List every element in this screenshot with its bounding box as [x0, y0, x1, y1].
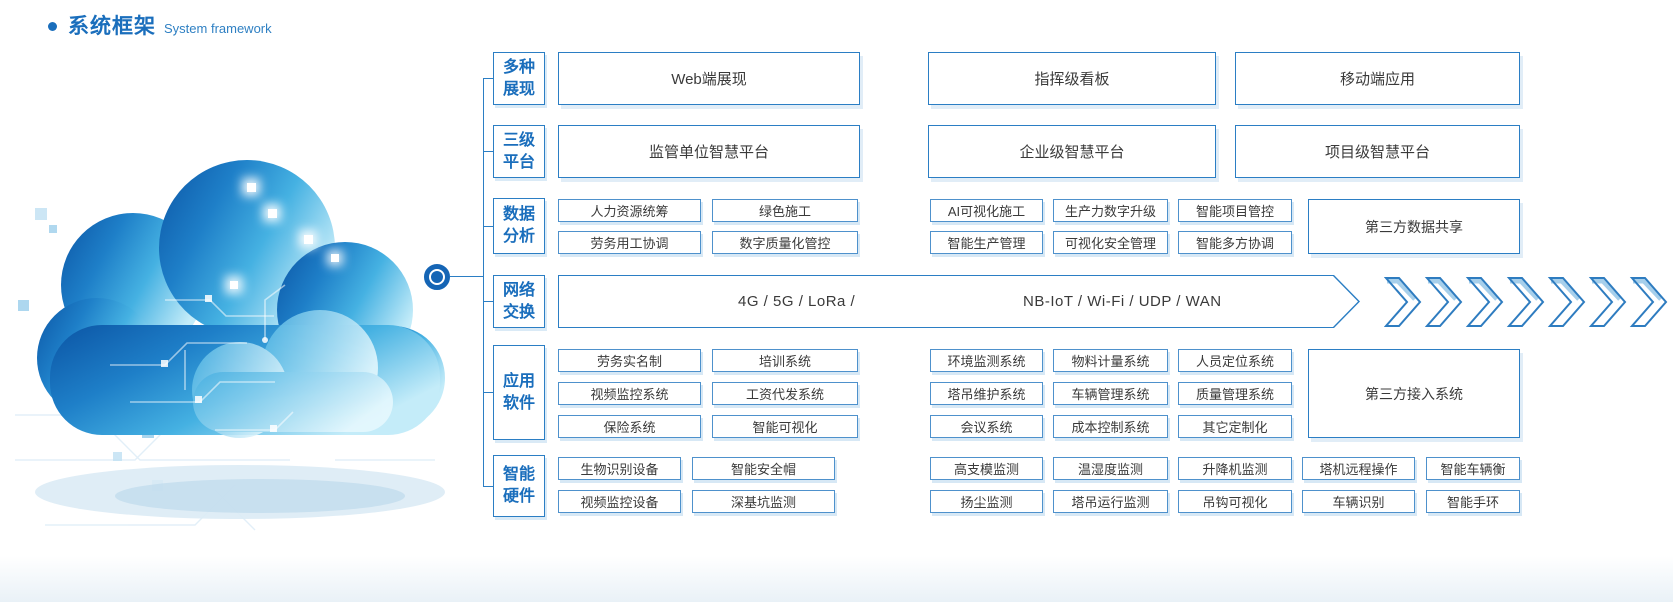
box-app-item: 其它定制化 — [1178, 415, 1292, 438]
category-label-line: 三级 — [502, 131, 535, 149]
box-third-party-data-sharing: 第三方数据共享 — [1308, 199, 1520, 254]
category-smart-hardware: 智能 硬件 — [493, 455, 545, 517]
category-label-line: 交换 — [502, 303, 535, 321]
category-label-line: 展现 — [502, 80, 535, 98]
category-label-line: 网络 — [502, 281, 535, 299]
chevron-arrows-icon — [1384, 277, 1668, 327]
box-app-item: 质量管理系统 — [1178, 382, 1292, 405]
box-app-item: 视频监控系统 — [558, 382, 701, 405]
network-banner-inner — [559, 276, 1358, 327]
category-label-line: 平台 — [502, 153, 535, 171]
box-app-item: 车辆管理系统 — [1053, 382, 1168, 405]
box-hardware-item: 升降机监测 — [1178, 457, 1292, 480]
section-title: 系统框架 System framework — [48, 10, 272, 40]
tree-trunk-line — [483, 78, 484, 486]
box-app-item: 培训系统 — [712, 349, 858, 372]
network-label-right: NB-IoT / Wi-Fi / UDP / WAN — [1023, 293, 1222, 310]
box-hardware-item: 深基坑监测 — [692, 490, 835, 513]
category-label-line: 应用 — [502, 372, 535, 390]
box-app-item: 保险系统 — [558, 415, 701, 438]
box-hardware-item: 温湿度监测 — [1053, 457, 1168, 480]
category-label-line: 数据 — [502, 206, 535, 224]
box-hardware-item: 生物识别设备 — [558, 457, 681, 480]
category-label-line: 硬件 — [502, 488, 535, 505]
box-data-item: 劳务用工协调 — [558, 231, 701, 254]
box-data-item: 绿色施工 — [712, 199, 858, 222]
branch-line — [483, 301, 493, 302]
category-multi-display: 多种 展现 — [493, 52, 545, 105]
box-app-item: 成本控制系统 — [1053, 415, 1168, 438]
box-enterprise-platform: 企业级智慧平台 — [928, 125, 1216, 178]
title-zh: 系统框架 — [68, 15, 156, 38]
box-hardware-item: 扬尘监测 — [930, 490, 1043, 513]
bottom-gradient-band — [0, 556, 1673, 602]
box-data-item: 智能项目管控 — [1178, 199, 1292, 222]
box-data-item: 数字质量化管控 — [712, 231, 858, 254]
box-hardware-item: 塔机远程操作 — [1302, 457, 1415, 480]
cloud-graphic — [15, 160, 445, 531]
box-hardware-item: 智能手环 — [1426, 490, 1520, 513]
category-label-line: 分析 — [502, 228, 535, 245]
box-hardware-item: 视频监控设备 — [558, 490, 681, 513]
box-data-item: 生产力数字升级 — [1053, 199, 1168, 222]
box-app-item: 物料计量系统 — [1053, 349, 1168, 372]
network-label-left: 4G / 5G / LoRa / — [738, 293, 856, 310]
box-app-item: 工资代发系统 — [712, 382, 858, 405]
box-hardware-item: 智能车辆衡 — [1426, 457, 1520, 480]
box-command-dashboard: 指挥级看板 — [928, 52, 1216, 105]
branch-line — [483, 392, 493, 393]
category-label-line: 软件 — [502, 394, 535, 412]
category-three-level-platform: 三级 平台 — [493, 125, 545, 178]
category-data-analysis: 数据 分析 — [493, 198, 545, 254]
category-application-software: 应用 软件 — [493, 345, 545, 440]
box-data-item: 智能多方协调 — [1178, 231, 1292, 254]
box-data-item: 可视化安全管理 — [1053, 231, 1168, 254]
box-project-platform: 项目级智慧平台 — [1235, 125, 1520, 178]
box-app-item: 塔吊维护系统 — [930, 382, 1043, 405]
box-hardware-item: 智能安全帽 — [692, 457, 835, 480]
box-app-item: 劳务实名制 — [558, 349, 701, 372]
network-banner — [558, 275, 1360, 328]
category-network-exchange: 网络 交换 — [493, 275, 545, 328]
box-mobile-app: 移动端应用 — [1235, 52, 1520, 105]
title-en: System framework — [164, 21, 272, 36]
title-bullet-icon — [48, 21, 57, 31]
cloud-connector-node — [424, 264, 450, 290]
box-app-item: 智能可视化 — [712, 415, 858, 438]
box-data-item: 人力资源统筹 — [558, 199, 701, 222]
box-hardware-item: 吊钩可视化 — [1178, 490, 1292, 513]
box-data-item: 智能生产管理 — [930, 231, 1043, 254]
box-hardware-item: 高支模监测 — [930, 457, 1043, 480]
category-label-line: 多种 — [502, 58, 535, 76]
category-label-line: 智能 — [502, 466, 535, 484]
branch-line — [483, 78, 493, 79]
branch-line — [483, 151, 493, 152]
box-app-item: 会议系统 — [930, 415, 1043, 438]
box-web-display: Web端展现 — [558, 52, 860, 105]
branch-line — [483, 486, 493, 487]
connector-line — [450, 276, 483, 277]
box-data-item: AI可视化施工 — [930, 199, 1043, 222]
box-regulator-platform: 监管单位智慧平台 — [558, 125, 860, 178]
box-app-item: 环境监测系统 — [930, 349, 1043, 372]
box-hardware-item: 车辆识别 — [1302, 490, 1415, 513]
box-app-item: 人员定位系统 — [1178, 349, 1292, 372]
box-hardware-item: 塔吊运行监测 — [1053, 490, 1168, 513]
connector-dot-icon — [431, 271, 443, 283]
box-third-party-access-system: 第三方接入系统 — [1308, 349, 1520, 438]
branch-line — [483, 226, 493, 227]
